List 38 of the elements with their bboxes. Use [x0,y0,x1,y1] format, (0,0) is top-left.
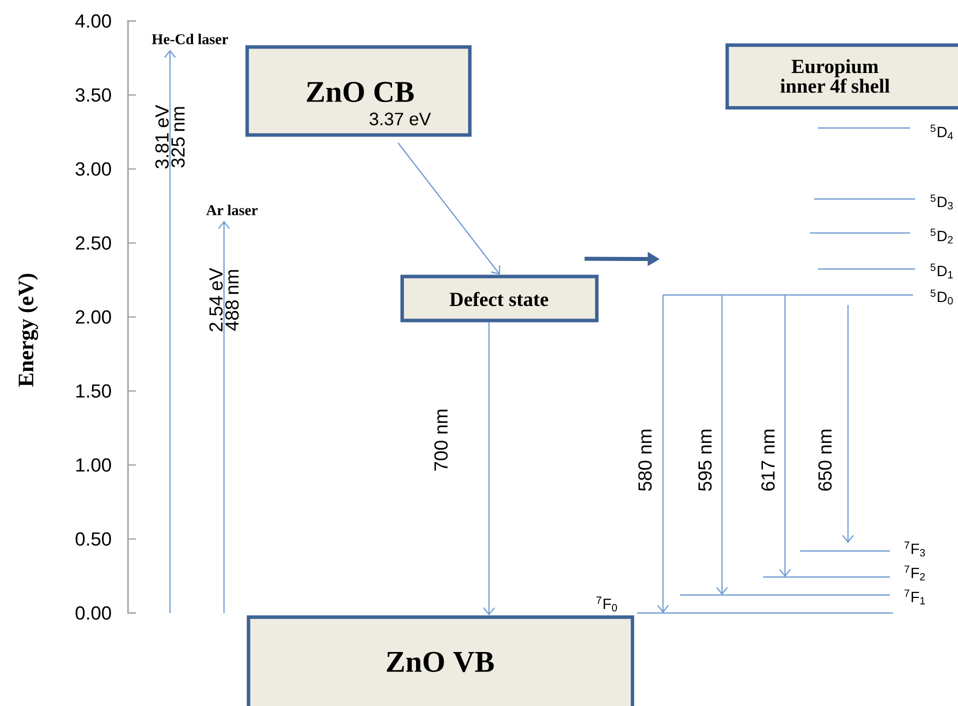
tick-label: 2.00 [76,310,111,324]
box: ZnO CB 3.37 eV [245,45,472,137]
arrow [164,50,176,613]
tick-label: 3.50 [76,88,111,102]
arrow [218,220,230,613]
tick-label: 3.00 [76,162,111,176]
edge-label: 2.54 eV 488 nm [209,268,239,332]
tick-label: 2.50 [76,236,111,250]
tick-label: 1.50 [76,384,111,398]
edge-label: 595 nm [698,430,712,491]
box: ZnO VB [246,615,634,706]
energy-level: $^{5}$D$_{2}$ [810,228,953,244]
arrow [483,322,495,616]
arrow [842,305,854,543]
energy-level: $^{5}$D$_{3}$ [814,194,953,210]
tick-label: 1.00 [76,458,111,472]
energy-level: $^{7}$F$_{3}$ [800,542,925,556]
energy-level: $^{5}$D$_{0}$ [663,290,953,304]
arrow [716,295,728,595]
tick-label: 0.50 [76,532,111,546]
edge-label: 650 nm [818,430,832,491]
tick-label: 0.00 [76,606,111,620]
laser-label: Ar laser [206,204,258,216]
energy-level: $^{7}$F$_{2}$ [763,566,925,580]
box: Europium inner 4f shell [725,43,958,110]
arrow [657,295,669,613]
box: Defect state [400,274,599,322]
edge-label: 617 nm [761,430,775,491]
laser-label: He-Cd laser [152,34,228,44]
axis-title: Energy (eV) [18,274,38,387]
arrow [779,295,791,577]
tick-label: 4.00 [75,14,111,28]
arrow [398,142,500,275]
energy-level: $^{5}$D$_{1}$ [818,264,953,278]
energy-level: $^{5}$D$_{4}$ [818,124,953,140]
edge-label: 580 nm [638,430,652,491]
edge-label: 3.81 eV 325 nm [155,104,185,168]
edge-label: 700 nm [434,410,448,471]
